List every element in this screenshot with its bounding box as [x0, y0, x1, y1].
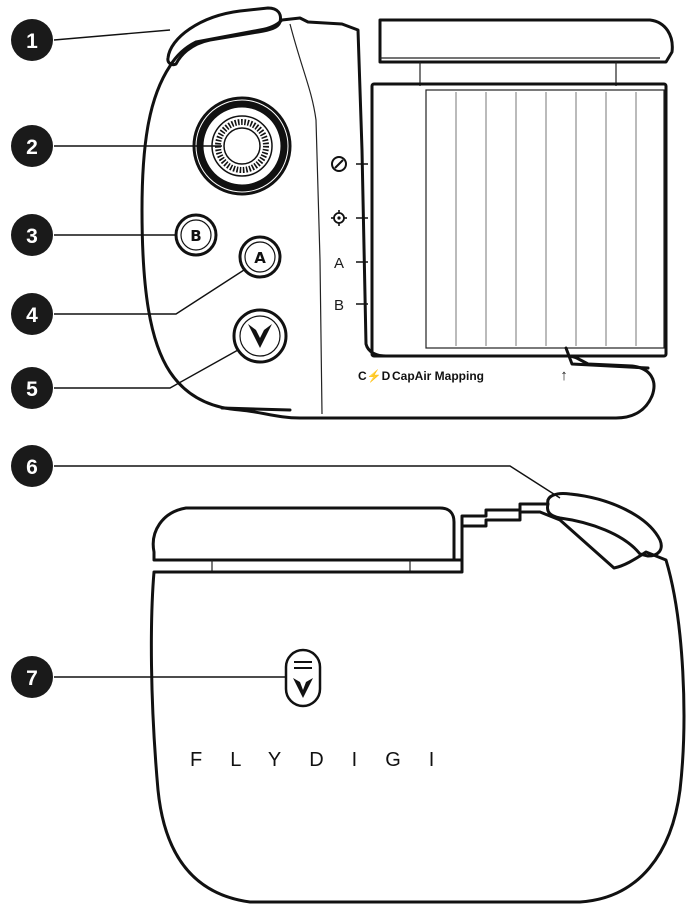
- a-button-label: A: [254, 249, 266, 267]
- callout-5: 5: [11, 367, 53, 409]
- callout-4: 4: [11, 293, 53, 335]
- callout-2: 2: [11, 125, 53, 167]
- clamp-top: [380, 20, 672, 62]
- callout-leaders: [54, 30, 560, 677]
- back-clamp-neck: [212, 560, 410, 572]
- svg-text:1: 1: [26, 30, 38, 53]
- callout-7: 7: [11, 656, 53, 698]
- svg-text:5: 5: [26, 378, 38, 401]
- capair-mapping-label: CapAir Mapping: [392, 369, 484, 383]
- mapping-dot-icon: [332, 157, 346, 171]
- grip-inner-line: [290, 24, 322, 414]
- svg-text:7: 7: [26, 667, 38, 690]
- phone-screen: [426, 90, 664, 348]
- crosshair-icon: [331, 210, 347, 226]
- grip-bottom-edge: [222, 408, 290, 410]
- capair-logo-mark: C⚡D: [358, 369, 391, 383]
- up-arrow-icon: ↑: [560, 367, 568, 384]
- front-body-outline: [142, 18, 654, 418]
- side-label-b: B: [334, 297, 344, 314]
- clamp-neck: [420, 62, 616, 86]
- b-button-label: B: [190, 227, 201, 245]
- callout-6: 6: [11, 445, 53, 487]
- svg-text:3: 3: [26, 225, 38, 248]
- phone-stripes: [456, 92, 636, 346]
- front-view: A B B A: [142, 8, 672, 418]
- callout-3: 3: [11, 214, 53, 256]
- side-label-a: A: [334, 255, 344, 272]
- brand-wordmark: FLYDIGI: [190, 749, 462, 771]
- callout-1: 1: [11, 19, 53, 61]
- home-button: [234, 310, 286, 362]
- back-body-outline: [151, 512, 684, 902]
- back-view: FLYDIGI: [151, 493, 684, 902]
- svg-text:2: 2: [26, 136, 38, 159]
- back-clamp: [153, 508, 454, 560]
- svg-text:4: 4: [26, 304, 38, 327]
- b-button: B: [176, 215, 216, 255]
- capair-mapping-logo: C⚡D CapAir Mapping: [358, 369, 484, 383]
- phone-area: [372, 84, 666, 356]
- power-switch: [286, 650, 320, 706]
- a-button: A: [240, 237, 280, 277]
- svg-text:6: 6: [26, 456, 38, 479]
